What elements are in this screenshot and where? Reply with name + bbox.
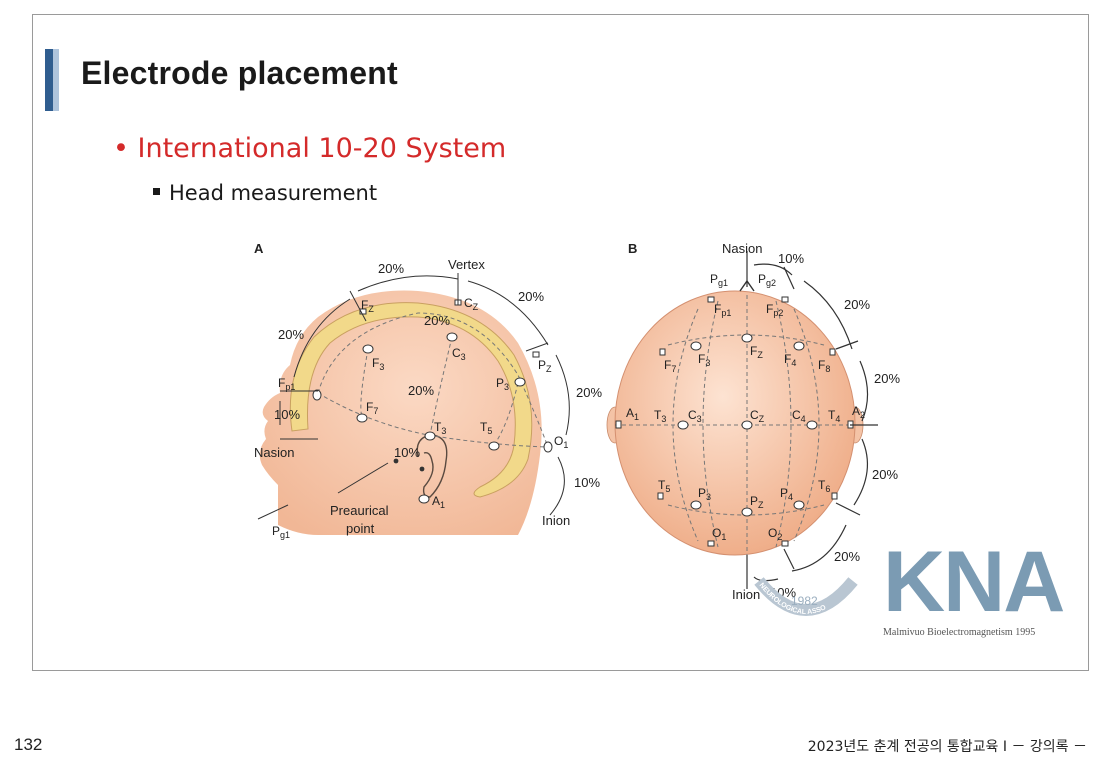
pct10-top-b: 10%: [778, 251, 804, 266]
pct-center-a: 20%: [408, 383, 434, 398]
vertex-label: Vertex: [448, 257, 485, 272]
label-o1: O1: [554, 434, 568, 450]
pct10-back-a: 10%: [574, 475, 600, 490]
parietal-line: [493, 382, 519, 446]
electrode-fp1: [312, 389, 322, 401]
panel-b-label: B: [628, 241, 637, 256]
electrode-f8-b: [829, 348, 836, 356]
pct-back-a: 20%: [576, 385, 602, 400]
bullet-level2-text: Head measurement: [169, 181, 378, 205]
title-accent-bar: [45, 49, 53, 111]
electrode-p4-b: [793, 500, 805, 510]
kna-logo: KNA: [883, 534, 1065, 630]
pct20-bottom-b: 20%: [834, 549, 860, 564]
square-bullet-icon: [153, 187, 160, 195]
electrode-f7: [356, 413, 368, 423]
nasion-label-b: Nasion: [722, 241, 762, 256]
pct-left-a: 20%: [278, 327, 304, 342]
bullet-level2: Head measurement: [153, 181, 377, 205]
electrode-o2-b: [781, 540, 789, 547]
skull-band: [289, 302, 533, 498]
electrode-pz-b: [741, 507, 753, 517]
electrode-c3-b: [677, 420, 689, 430]
pct-inner-a: 20%: [424, 313, 450, 328]
electrode-pz: [532, 351, 540, 358]
nasion-label-a: Nasion: [254, 445, 294, 460]
electrode-o1: [543, 441, 553, 453]
pct10-ear-a: 10%: [394, 445, 420, 460]
lateral-arc: [317, 392, 549, 448]
electrode-f3-b: [690, 341, 702, 351]
label-pg1-b: Pg1: [710, 272, 728, 288]
footer-course-title: 2023년도 춘계 전공의 통합교육 Ⅰ － 강의록 －: [807, 739, 1087, 755]
title-accent-bar-light: [53, 49, 59, 111]
label-a2-b: A2: [852, 404, 865, 420]
electrode-t3: [424, 431, 436, 441]
electrode-fp1-b: [707, 296, 715, 303]
head-silhouette: [259, 290, 542, 535]
electrode-o1-b: [707, 540, 715, 547]
electrode-p3-b: [690, 500, 702, 510]
electrode-fz: [359, 308, 367, 315]
pct20-r3-b: 20%: [872, 467, 898, 482]
electrode-c3: [446, 332, 458, 342]
electrode-f4-b: [793, 341, 805, 351]
electrode-fz-b: [741, 333, 753, 343]
figure-b-top-view: B Nasion Inion 10% 10% 20% 20% 20% 20% P…: [606, 241, 900, 602]
image-credit: Malmivuo Bioelectromagnetism 1995: [883, 627, 1036, 638]
skull-top: [614, 290, 856, 556]
page-number: 132: [14, 735, 43, 754]
electrode-p3: [514, 377, 526, 387]
preauricular-label-2: point: [346, 521, 375, 536]
pct20-r1-b: 20%: [844, 297, 870, 312]
preauricular-label: Preaurical: [330, 503, 389, 518]
panel-a-label: A: [254, 241, 264, 256]
electrode-t5-b: [657, 492, 664, 500]
label-pg2-b: Pg2: [758, 272, 776, 288]
electrode-cz-b: [741, 420, 753, 430]
electrode-t5: [488, 441, 500, 451]
bullet-level1: • International 10-20 System: [113, 133, 507, 164]
pct-right-a: 20%: [518, 289, 544, 304]
inion-label-b: Inion: [732, 587, 760, 602]
seal-year: 1982: [791, 594, 818, 608]
coronal-line: [429, 336, 453, 436]
pct20-r2-b: 20%: [874, 371, 900, 386]
label-pz: PZ: [538, 358, 552, 374]
midline-arc: [317, 312, 549, 448]
electrode-f7-b: [659, 348, 666, 356]
inion-label-a: Inion: [542, 513, 570, 528]
association-seal: 1982 NEUROLOGICAL ASSO: [754, 577, 858, 616]
electrode-c4-b: [806, 420, 818, 430]
slide: Electrode placement • International 10-2…: [32, 14, 1089, 671]
electrode-f3: [362, 344, 374, 354]
electrode-t6-b: [831, 492, 838, 500]
label-cz: CZ: [464, 296, 479, 312]
pct-top-a: 20%: [378, 261, 404, 276]
electrode-a1: [418, 494, 430, 504]
slide-title: Electrode placement: [81, 55, 398, 91]
figure-a-side-view: A Vertex 20% 20% 20% 20% 20% 20% 10% 10%…: [254, 241, 602, 540]
electrode-fp2-b: [781, 296, 789, 303]
electrode-t3-b: [615, 420, 622, 429]
pct10-front-a: 10%: [274, 407, 300, 422]
